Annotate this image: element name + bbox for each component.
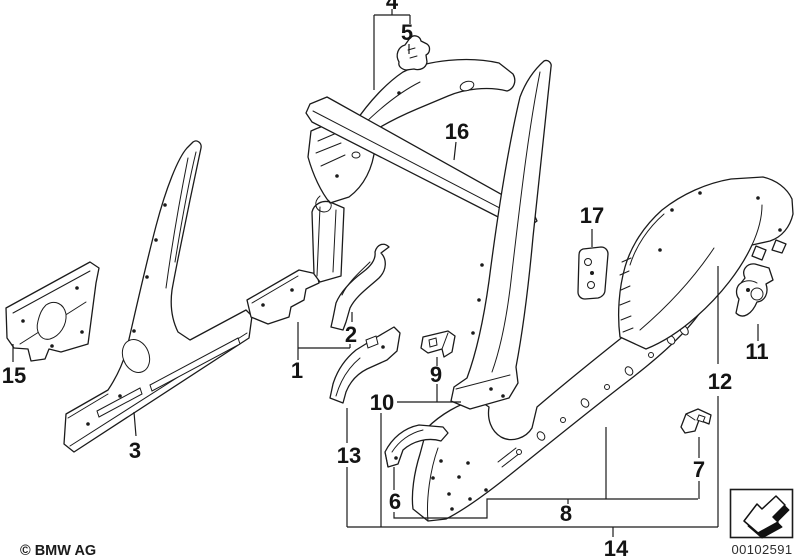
callout-numbers: 1 2 3 4 5 6 7 8 9 10 11 12 13 14 15 16 1… [2,0,769,559]
callout-3[interactable]: 3 [129,438,141,463]
callout-8[interactable]: 8 [560,501,572,526]
callout-5[interactable]: 5 [401,20,413,45]
part-2-curved-strap [330,243,390,331]
part-7-retaining-clip [680,408,712,434]
callout-11[interactable]: 11 [745,339,768,364]
part-channel-upper [311,200,345,283]
part-10-inner-b-pillar [450,59,552,410]
callout-4[interactable]: 4 [386,0,399,14]
callout-14[interactable]: 14 [604,536,629,559]
callout-13[interactable]: 13 [337,443,361,468]
part-6-closing-strip [384,424,449,468]
callout-9[interactable]: 9 [430,362,442,387]
part-3-a-pillar-sill [63,140,253,453]
leader-4-5 [373,9,411,90]
part-11-bracket [735,263,774,317]
leader-14 [347,526,718,537]
leader-9-10 [380,357,461,527]
arrow-down-left-3d-icon [743,495,790,539]
callout-12[interactable]: 12 [708,369,732,394]
part-1-hinge-pillar-bracket [246,269,320,325]
leader-16 [453,141,457,161]
copyright-text: © BMW AG [20,543,96,559]
leader-1-2 [297,312,353,360]
callout-7[interactable]: 7 [693,457,705,482]
part-17-tapping-plate [577,246,609,300]
callout-leader-lines [12,9,759,537]
nav-arrow-button[interactable] [729,488,794,539]
callout-16[interactable]: 16 [445,119,469,144]
part-13-support-bracket [329,326,401,404]
callout-15[interactable]: 15 [2,363,26,388]
leader-3 [133,411,137,437]
callout-6[interactable]: 6 [389,489,401,514]
image-number: 00102591 [731,542,792,557]
leader-6-7-8 [393,427,700,519]
part-15-side-panel [5,261,100,362]
part-9-clip-bracket [420,330,456,358]
part-12-rear-quarter [617,176,794,350]
callout-17[interactable]: 17 [580,203,604,228]
callout-10[interactable]: 10 [370,390,394,415]
callout-2[interactable]: 2 [345,322,357,347]
part-5-clamp [396,35,431,71]
callout-1[interactable]: 1 [291,358,303,383]
